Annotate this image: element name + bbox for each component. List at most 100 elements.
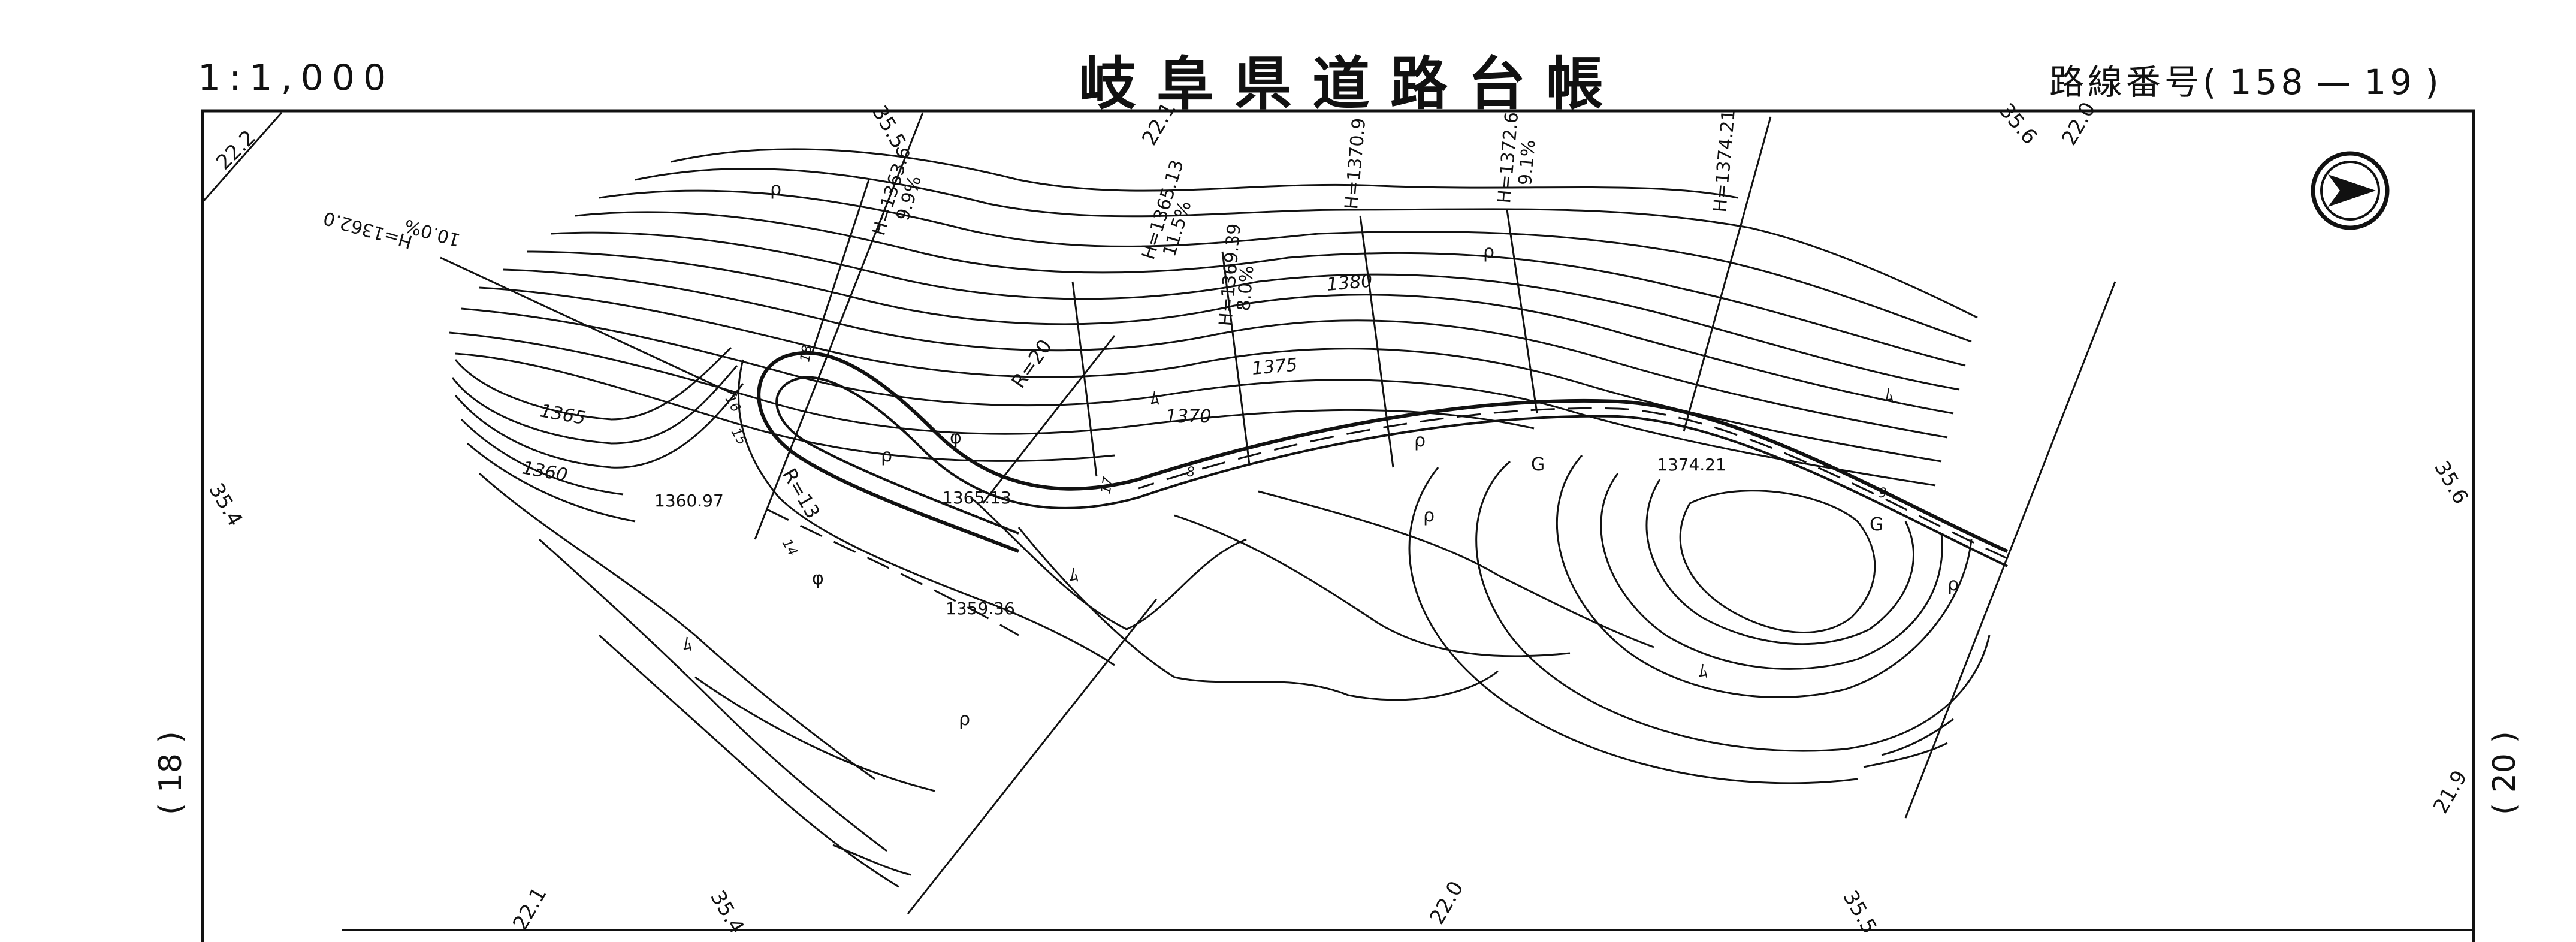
contour-line: [503, 268, 1948, 439]
contour-line: [1600, 473, 1943, 670]
profile-grade-label: 9.1%: [1515, 139, 1540, 186]
grid-line: [982, 335, 1116, 504]
contour-lines-lower: [970, 455, 1991, 784]
contour-line: [451, 365, 738, 445]
contour-label: 1360: [521, 457, 569, 486]
spot-heights: 1360.97 1365.13 1359.36 1374.21: [654, 455, 1726, 618]
contour-line: [598, 634, 899, 888]
contour-line: [1881, 718, 1954, 756]
wasteland-symbol: ﾑ: [683, 634, 692, 655]
profile-line: [1683, 116, 1772, 432]
contour-line: [1556, 455, 1973, 698]
wasteland-symbol: ﾑ: [1070, 565, 1079, 586]
profile-line: [811, 179, 870, 354]
pipe-symbol: φ: [950, 427, 962, 448]
spot-height: 1365.13: [942, 488, 1011, 508]
station-mark: 17: [1098, 476, 1116, 495]
grid-label-right-lower: 21.9: [2429, 766, 2472, 818]
contour-line: [454, 346, 732, 421]
wasteland-symbol: ﾑ: [1699, 661, 1708, 682]
grid-line: [1904, 281, 2116, 819]
grid-label-top-left: 22.2: [212, 126, 261, 175]
contour-line: [1645, 479, 1914, 645]
curve-radius-label: R=20: [1007, 335, 1056, 392]
field-symbol: ρ: [1483, 241, 1494, 262]
spot-height: 1360.97: [654, 491, 724, 511]
station-mark: 14: [779, 537, 801, 559]
scale-label: 1:1,000: [198, 57, 395, 99]
pipe-symbol: φ: [812, 568, 824, 589]
grid-label-top: 35.5: [867, 102, 910, 153]
road-edge-outer: [757, 351, 2009, 553]
contour-label: 1375: [1251, 354, 1298, 379]
contour-line: [1408, 467, 1858, 784]
contour-line: [635, 167, 1978, 319]
road: [738, 351, 2009, 666]
contour-line: [970, 496, 1247, 630]
route-number: 路線番号(158—19): [2049, 54, 2452, 104]
grid-label-left: 35.4: [204, 479, 247, 531]
contour-line: [1475, 460, 1991, 752]
spot-height: 1374.21: [1657, 455, 1726, 475]
route-number-label: 路線番号(: [2049, 62, 2220, 102]
field-symbol: ρ: [1423, 505, 1435, 526]
grid-label-right: 35.6: [2429, 457, 2472, 509]
grid-label-top: 22.1: [1137, 98, 1180, 150]
grid-label-bottom: 22.0: [1425, 877, 1468, 929]
map-frame: [201, 109, 2475, 942]
contour-line: [1863, 742, 1948, 768]
grid-label-bottom: 22.1: [508, 883, 551, 935]
profile-lines: [440, 116, 1772, 477]
road-edge-inner: [775, 376, 2008, 567]
contour-line: [467, 442, 636, 523]
road-centerline-lower: [766, 508, 1019, 636]
road-centerline: [1138, 407, 2008, 560]
profile-grade-label: 8.0%: [1233, 265, 1258, 312]
road-edge-lower: [738, 359, 1115, 666]
contour-line: [461, 307, 1936, 487]
profile-line: [1506, 209, 1538, 414]
contour-line: [527, 250, 1954, 415]
contour-line: [479, 286, 1942, 463]
contour-lines-left: [451, 346, 935, 888]
contour-line: [1258, 490, 1654, 648]
contour-line: [575, 211, 1966, 367]
gutter-symbol: G: [1531, 454, 1545, 475]
curve-radius-label: R=13: [778, 464, 825, 523]
grid-line: [203, 112, 283, 201]
wasteland-symbol: ﾑ: [1150, 388, 1159, 409]
route-number-dash: —: [2316, 62, 2355, 102]
contour-line: [455, 352, 1115, 462]
contour-label: 1380: [1326, 270, 1373, 295]
grid-label-top: 35.6: [1994, 99, 2042, 149]
field-symbol: ρ: [1414, 430, 1426, 451]
contour-line: [538, 538, 887, 852]
field-symbol: ρ: [1947, 574, 1959, 595]
contour-line: [460, 418, 624, 496]
contour-lines-upper: [449, 148, 1978, 487]
route-number-sub: 19: [2364, 62, 2416, 102]
curve-labels: R=20 R=13: [778, 335, 1056, 522]
map-symbols: ρ ρ ρ ρ ρ ρ ρ ﾑ ﾑ ﾑ ﾑ ﾑ G G φ φ: [683, 179, 1959, 730]
profile-line: [1359, 215, 1394, 468]
field-symbol: ρ: [770, 179, 781, 200]
field-symbol: ρ: [881, 445, 892, 466]
contour-line: [1017, 527, 1499, 701]
station-mark: 18: [798, 344, 815, 363]
contour-line: [478, 472, 875, 780]
grid-label-top: 22.0: [2057, 98, 2100, 150]
gutter-symbol: G: [1870, 514, 1883, 535]
north-arrow-icon: [2311, 151, 2390, 230]
field-symbol: ρ: [959, 709, 970, 730]
contour-label: 1365: [539, 400, 587, 429]
contour-line: [1679, 490, 1876, 633]
contour-line: [599, 189, 1972, 343]
profile-line: [1071, 281, 1098, 477]
profile-elevation-label: H=1362.0: [321, 207, 415, 252]
contour-line: [551, 231, 1960, 391]
grid-line: [907, 599, 1158, 914]
station-mark: 9: [1879, 486, 1887, 501]
wasteland-symbol: ﾑ: [1885, 385, 1894, 406]
